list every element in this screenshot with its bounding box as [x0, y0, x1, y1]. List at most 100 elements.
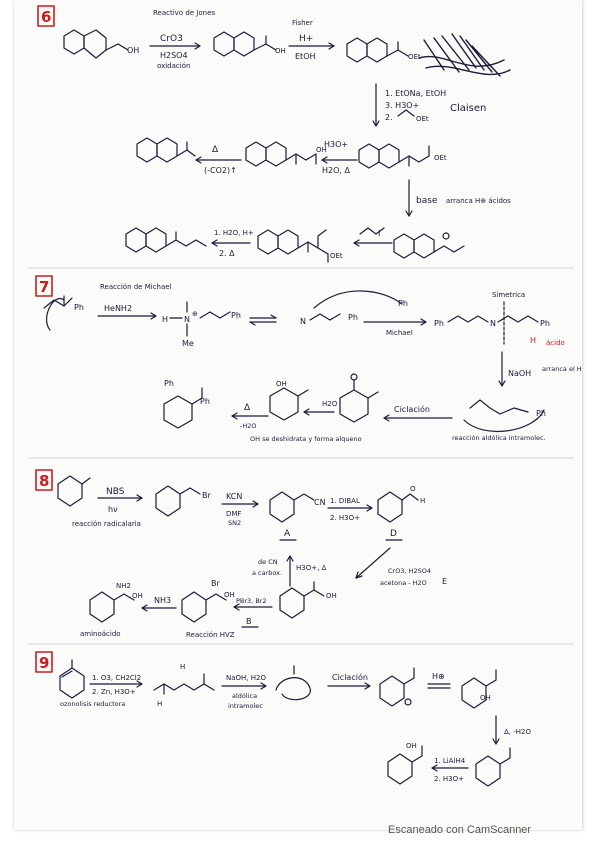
- p6-oh-ketoacid: OH: [316, 146, 327, 154]
- svg-text:I: I: [378, 229, 380, 238]
- p7-ciclacion: Ciclación: [394, 404, 430, 414]
- p9-h-1: H: [180, 663, 185, 671]
- problem-7-number: 7: [39, 278, 49, 296]
- problem-6: 6 OH Reactivo de Jones CrO3 H2SO4 oxidac…: [37, 5, 511, 263]
- p8-sn2: SN2: [228, 519, 241, 527]
- p9-aldolica-1: aldólica: [232, 692, 257, 700]
- p6-hydrolysis-1: H3O+: [324, 140, 348, 149]
- p6-fisher-title: Fisher: [292, 19, 313, 27]
- problem-8-box: [35, 469, 53, 491]
- p8-nbs: NBS: [106, 487, 125, 497]
- p8-bromo-acid: [181, 591, 207, 623]
- p7-title: Reacción de Michael: [100, 283, 172, 291]
- p7-naoh: NaOH: [508, 369, 531, 378]
- p7-curved-arrow-1: [45, 297, 65, 331]
- svg-text:OH: OH: [276, 380, 287, 388]
- p9-aldol-bicycle: OH: [461, 669, 497, 709]
- p8-dibal-2: 2. H3O+: [330, 514, 360, 522]
- p8-oh-3: OH: [132, 592, 143, 600]
- p9-ho-plus: H⊕: [432, 672, 445, 681]
- p7-enolate: Ph: [463, 399, 546, 432]
- p7-ph-2: Ph: [231, 311, 241, 320]
- p7-reagent: HeNH2: [104, 304, 132, 313]
- p8-amino-acid: [89, 591, 115, 623]
- svg-text:H: H: [530, 336, 536, 345]
- p7-h2o: H2O: [322, 400, 338, 408]
- problem-8-number: 8: [39, 472, 49, 490]
- p6-start-molecule: OH: [63, 29, 139, 59]
- p8-b: B: [246, 617, 252, 626]
- p7-dehydration: OH se deshidrata y forma alqueno: [250, 435, 362, 443]
- p6-ketone-row2: [136, 137, 196, 163]
- p8-hv: hν: [108, 505, 118, 514]
- p9-ciclacion: Ciclación: [332, 672, 368, 682]
- p8-phenylacetic-acid: [279, 587, 305, 619]
- p8-nh3: NH3: [154, 596, 171, 605]
- p6-claisen-name: Claisen: [450, 103, 486, 114]
- p8-cn: CN: [314, 498, 326, 507]
- p6-acid-molecule: OH: [213, 31, 286, 57]
- svg-text:Ph: Ph: [434, 319, 444, 328]
- p6-oh-acid: OH: [275, 47, 286, 55]
- p8-br-2: Br: [211, 579, 220, 588]
- problem-6-box: [37, 5, 55, 27]
- p9-h-2: H: [157, 700, 162, 708]
- p9-ozon-1: 1. O3, CH2Cl2: [92, 674, 141, 682]
- p8-a: A: [284, 529, 291, 539]
- p9-final-alcohol: OH: [387, 742, 423, 785]
- p7-ph-1: Ph: [74, 303, 84, 312]
- p6-fisher-etoh: EtOH: [295, 52, 316, 61]
- p8-toluene: [57, 475, 83, 507]
- p7-diketone: Ph N Ph H ácido: [434, 301, 565, 347]
- p7-alkoxide-ring: [339, 373, 379, 423]
- p8-d: D: [390, 529, 397, 539]
- p8-kcn: KCN: [226, 492, 242, 501]
- p6-reagent-title: Reactivo de Jones: [153, 9, 215, 17]
- problem-8: 8 NBS hν reacción radicalaria Br KCN DMF…: [35, 469, 447, 639]
- p7-enone: [43, 297, 73, 309]
- p7-simetrica: Simetrica: [492, 291, 525, 299]
- p6-ketoester-molecule: OEt: [358, 143, 447, 169]
- p6-scribble: [418, 33, 511, 77]
- p9-ozon-3: ozonolisis reductora: [60, 700, 125, 708]
- p9-bicyclic-alkoxide: [379, 667, 415, 707]
- p8-oh-1: OH: [326, 592, 337, 600]
- p6-oet-alkylated: OEt: [330, 252, 343, 260]
- p8-e: E: [442, 577, 447, 586]
- p7-me: Me: [182, 339, 194, 348]
- p8-br-1: Br: [202, 491, 211, 500]
- p8-benzyl-bromide: [155, 485, 181, 517]
- scanner-watermark: Escaneado con CamScanner: [388, 824, 532, 836]
- p8-o: O: [410, 485, 416, 493]
- p6-ester-molecule: OEt: [346, 37, 421, 63]
- p7-michael: Michael: [386, 329, 413, 337]
- p7-ph-4: Ph: [540, 319, 550, 328]
- p8-dmf: DMF: [226, 510, 241, 518]
- p8-nitrile: [269, 491, 295, 523]
- p6-final-ketone: [125, 227, 207, 253]
- p6-reagent-oxidation: oxidación: [157, 62, 190, 70]
- p6-claisen-3: 2.: [385, 113, 393, 122]
- p8-oh-2: OH: [224, 591, 235, 599]
- p7-aldol-ring: OH: [269, 380, 309, 421]
- p8-nh2: NH2: [116, 582, 131, 590]
- p6-iodide-chain: [359, 227, 385, 235]
- p6-claisen-oet: OEt: [416, 115, 429, 123]
- p8-cn-note-2: a carbox.: [252, 569, 282, 577]
- p9-aldolica-2: intramolec: [228, 702, 263, 710]
- p6-alkylated-ester: OEt: [257, 229, 343, 263]
- p9-oh-final: OH: [406, 742, 417, 750]
- p6-alkyl-1: 1. H2O, H+: [214, 229, 254, 237]
- p8-arrow-4: [355, 547, 391, 579]
- p9-methylcyclohexene: [59, 667, 85, 699]
- p6-decarb-co2: (-CO2)↑: [204, 166, 237, 175]
- p6-base-note: arranca H⊕ ácidos: [446, 197, 511, 205]
- p8-dibal-1: 1. DIBAL: [330, 497, 360, 505]
- p7-minus-h2o: -H2O: [240, 422, 257, 430]
- p6-oh-start: OH: [127, 46, 139, 55]
- p8-h3o-delta: H3O+, Δ: [296, 564, 327, 572]
- p7-naoh-note: arranca el H ácido: [542, 365, 582, 373]
- p8-cn-note-1: de CN: [258, 558, 278, 566]
- svg-text:Ph: Ph: [398, 299, 408, 308]
- p9-naoh: NaOH, H2O: [226, 674, 266, 682]
